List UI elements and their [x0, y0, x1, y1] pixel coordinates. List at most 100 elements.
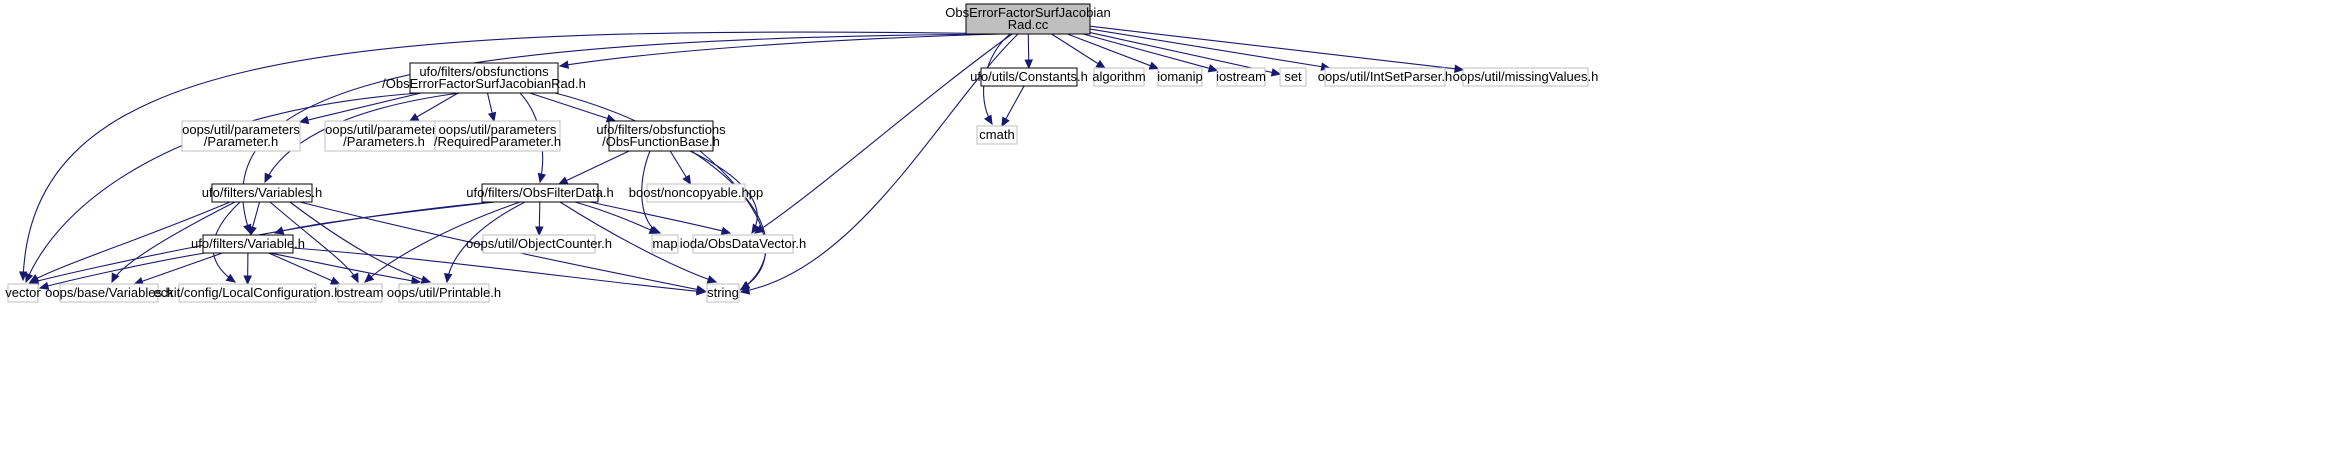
edge-line [559, 201, 717, 283]
edge-variables-to-oopsvariables [111, 201, 236, 284]
node-label: oops/util/parameters [325, 122, 443, 137]
node-box [181, 120, 301, 152]
arrowhead-icon [411, 276, 422, 286]
edge-root-to-iostream [1082, 33, 1219, 73]
node-missingvalues[interactable]: oops/util/missingValues.h [1453, 67, 1599, 87]
node-set[interactable]: set [1279, 67, 1307, 87]
node-box [1324, 67, 1446, 87]
edge-line [134, 252, 223, 285]
node-oopsvariables[interactable]: oops/base/Variables.h [45, 283, 173, 303]
node-parameter[interactable]: oops/util/parameters/Parameter.h [181, 120, 301, 152]
node-string[interactable]: string [706, 283, 740, 303]
node-variables[interactable]: ufo/filters/Variables.h [202, 183, 322, 203]
arrowhead-icon [1001, 116, 1010, 128]
node-intsetparser[interactable]: oops/util/IntSetParser.h [1318, 67, 1452, 87]
edge-root-to-obsdatavector [753, 33, 1013, 234]
node-box [481, 183, 599, 203]
node-iomanip[interactable]: iomanip [1157, 67, 1203, 87]
node-printable[interactable]: oops/util/Printable.h [387, 283, 501, 303]
node-noncopyable[interactable]: boost/noncopyable.hpp [629, 183, 763, 203]
edge-root-to-constants [1024, 33, 1033, 70]
node-obsfilterdata[interactable]: ufo/filters/ObsFilterData.h [466, 183, 614, 203]
node-obsfunctionbase[interactable]: ufo/filters/obsfunctions/ObsFunctionBase… [596, 120, 726, 152]
node-layer: ObsErrorFactorSurfJacobianRad.cc ufo/filt… [5, 3, 1599, 303]
edge-obsfilterdata-to-string [559, 201, 718, 284]
node-label: oops/util/ObjectCounter.h [466, 236, 612, 251]
node-box [976, 125, 1018, 145]
edge-line [299, 92, 422, 123]
node-cmath[interactable]: cmath [976, 125, 1018, 145]
edge-hdr-to-obsfunctionbase [529, 92, 617, 123]
node-box [646, 183, 746, 203]
edge-obsfilterdata-to-printable [443, 201, 526, 284]
edge-line [754, 33, 1013, 234]
arrowhead-icon [38, 281, 50, 290]
node-box [337, 283, 383, 303]
edge-line [22, 31, 1009, 281]
node-box [965, 3, 1091, 35]
edge-root-to-vector [19, 31, 1009, 282]
arrowhead-icon [706, 275, 718, 284]
edge-line [558, 150, 630, 185]
node-box [651, 234, 679, 254]
edge-line [529, 92, 616, 122]
node-label: oops/util/parameters [182, 122, 300, 137]
node-obsdatavector[interactable]: ioda/ObsDataVector.h [680, 234, 806, 254]
arrowhead-icon [350, 272, 359, 284]
node-box [1093, 67, 1145, 87]
arrowhead-icon [329, 276, 341, 285]
node-localconfig[interactable]: eckit/config/LocalConfiguration.h [154, 283, 342, 303]
node-label: vector [5, 285, 41, 300]
edge-line [554, 92, 767, 291]
arrowhead-icon [751, 223, 761, 235]
node-algorithm[interactable]: algorithm [1092, 67, 1146, 87]
node-root[interactable]: ObsErrorFactorSurfJacobianRad.cc [945, 3, 1111, 35]
edge-line [1089, 25, 1464, 71]
node-label: /Parameters.h [343, 134, 425, 149]
node-constants[interactable]: ufo/utils/Constants.h [970, 67, 1088, 87]
node-iostream[interactable]: iostream [1216, 67, 1266, 87]
node-label: oops/base/Variables.h [45, 285, 173, 300]
edge-layer [19, 25, 1465, 296]
edge-variables-to-ostream [269, 201, 359, 284]
arrowhead-icon [1024, 59, 1033, 70]
node-objectcounter[interactable]: oops/util/ObjectCounter.h [466, 234, 612, 254]
arrowhead-icon [1207, 64, 1219, 73]
node-label: /ObsErrorFactorSurfJacobianRad.h [382, 76, 586, 91]
edge-root-to-missingvalues [1089, 25, 1465, 73]
node-label: ufo/filters/obsfunctions [596, 122, 726, 137]
arrowhead-icon [408, 113, 420, 122]
edge-root-to-iomanip [1067, 33, 1160, 70]
edge-line [268, 252, 340, 285]
node-box [59, 283, 159, 303]
edge-line [1089, 28, 1330, 69]
arrowhead-icon [1454, 64, 1465, 73]
node-requiredparam[interactable]: oops/util/parameters/RequiredParameter.h [434, 120, 561, 152]
node-label: ufo/filters/ObsFilterData.h [466, 185, 613, 200]
node-label: oops/util/parameters [439, 122, 557, 137]
edge-line [292, 247, 706, 293]
node-box [980, 67, 1078, 87]
node-label: /ObsFunctionBase.h [602, 134, 720, 149]
edge-line [269, 252, 421, 283]
edge-obsfilterdata-to-obsdatavector [589, 201, 732, 235]
edge-variables-to-printable [289, 201, 432, 284]
node-box [608, 120, 714, 152]
node-ostream[interactable]: ostream [337, 283, 384, 303]
edge-root-to-set [1089, 32, 1282, 77]
edge-root-to-algorithm [1051, 33, 1106, 69]
node-parameters[interactable]: oops/util/parameters/Parameters.h [324, 120, 444, 152]
node-vector[interactable]: vector [5, 283, 41, 303]
node-box [706, 283, 740, 303]
edge-line [274, 201, 496, 234]
arrowhead-icon [225, 273, 237, 283]
node-label: boost/noncopyable.hpp [629, 185, 763, 200]
arrowhead-icon [25, 272, 34, 284]
node-hdr[interactable]: ufo/filters/obsfunctions/ObsErrorFactorS… [382, 62, 586, 94]
edge-obsfunctionbase-to-string [699, 150, 767, 290]
edge-hdr-to-variables [264, 92, 461, 184]
node-map[interactable]: map [651, 234, 679, 254]
edge-obsfunctionbase-to-noncopyable [669, 150, 692, 186]
node-variable[interactable]: ufo/filters/Variable.h [191, 234, 305, 254]
node-box [1462, 67, 1589, 87]
